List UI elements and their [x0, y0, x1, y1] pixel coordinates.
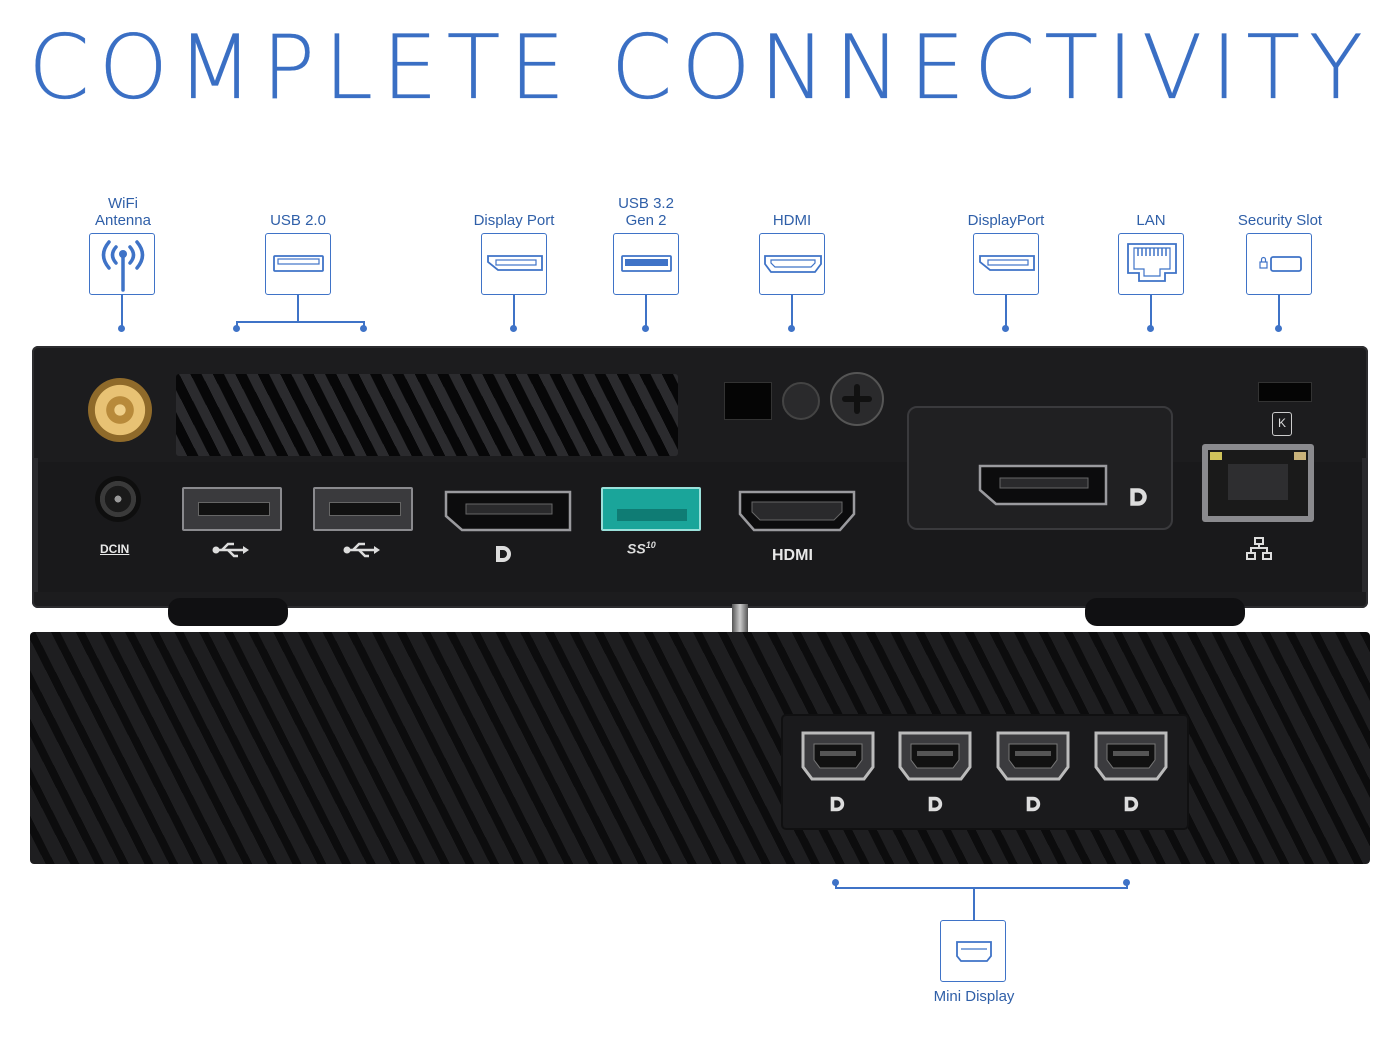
- superspeed-logo-icon: SS10: [627, 540, 677, 562]
- connector-dot-mini-right: [1123, 879, 1130, 886]
- security-slot[interactable]: [1258, 382, 1312, 402]
- network-icon: [1246, 537, 1272, 561]
- connector-mini-display-bar: [835, 887, 1128, 889]
- connector-dot-usb-2-right: [360, 325, 367, 332]
- lan-port[interactable]: [1202, 444, 1314, 522]
- connector-dot-security-slot: [1275, 325, 1282, 332]
- display-port-icon: [481, 233, 547, 295]
- security-slot-icon: [1246, 233, 1312, 295]
- callout-label-hdmi: HDMI: [772, 212, 812, 229]
- callout-label-lan: LAN: [1136, 212, 1166, 229]
- usb-3-2-port[interactable]: [601, 487, 701, 531]
- mini-display-port-3[interactable]: [995, 730, 1071, 782]
- lan-icon: [1118, 233, 1184, 295]
- vent-grille: [176, 374, 678, 456]
- ss-label: SS: [627, 540, 646, 557]
- wifi-antenna-icon: [89, 233, 155, 295]
- hdmi-icon: [759, 233, 825, 295]
- connector-usb-2-right: [363, 321, 365, 328]
- usb-2-icon: [265, 233, 331, 295]
- callout-label-security-slot: Security Slot: [1237, 212, 1323, 229]
- callout-label-usb-2: USB 2.0: [270, 212, 326, 229]
- ss-speed-label: 10: [645, 540, 656, 550]
- connector-dot-hdmi: [788, 325, 795, 332]
- rubber-foot: [1085, 598, 1245, 626]
- connector-wifi: [121, 295, 123, 328]
- displayport-logo-icon: [1024, 795, 1042, 813]
- mini-display-icon: [940, 920, 1006, 982]
- dc-in-jack: [95, 476, 141, 522]
- displayport-logo-icon: [926, 795, 944, 813]
- displayport-port[interactable]: [444, 490, 572, 534]
- connector-dot-display-port: [510, 325, 517, 332]
- mini-display-port-4[interactable]: [1093, 730, 1169, 782]
- displayport-logo-icon: [1127, 486, 1149, 508]
- mini-display-port-2[interactable]: [897, 730, 973, 782]
- displayport-logo-icon: [1122, 795, 1140, 813]
- usb-logo-icon: [341, 540, 381, 560]
- connector-usb-2-left: [236, 321, 238, 328]
- connector-dot-usb-3-2: [642, 325, 649, 332]
- connector-mini-display-stem: [973, 887, 975, 920]
- hdmi-port[interactable]: [738, 490, 856, 534]
- usb-2-port-2[interactable]: [313, 487, 413, 531]
- displayport-logo-icon: [828, 795, 846, 813]
- hdmi-port-label: HDMI: [772, 547, 813, 564]
- rubber-foot: [168, 598, 288, 626]
- connector-usb-2: [297, 295, 299, 322]
- thumbscrew-icon: [830, 372, 884, 426]
- connector-lan: [1150, 295, 1152, 328]
- antenna-connector: [88, 378, 152, 442]
- screw-icon: [782, 382, 820, 420]
- lock-icon: K: [1272, 412, 1292, 436]
- connector-dot-mini-left: [832, 879, 839, 886]
- mini-display-port-1[interactable]: [800, 730, 876, 782]
- clear-cmos-button[interactable]: [724, 382, 772, 420]
- displayport-logo-icon: [493, 544, 513, 564]
- connector-usb-3-2: [645, 295, 647, 328]
- connector-displayport: [1005, 295, 1007, 328]
- connector-usb-2-bar: [236, 321, 365, 323]
- callout-label-display-port: Display Port: [473, 212, 555, 229]
- callout-label-usb-3-2: USB 3.2 Gen 2: [618, 195, 674, 229]
- mounting-post: [732, 604, 748, 632]
- dc-in-label: DCIN: [100, 542, 130, 556]
- usb-2-port-1[interactable]: [182, 487, 282, 531]
- usb-3-2-icon: [613, 233, 679, 295]
- connector-dot-lan: [1147, 325, 1154, 332]
- left-ledge: [32, 458, 38, 592]
- right-ledge: [1362, 458, 1368, 592]
- displayport-module-icon: [973, 233, 1039, 295]
- callout-label-displayport: DisplayPort: [967, 212, 1045, 229]
- connector-security-slot: [1278, 295, 1280, 328]
- callout-label-mini-display: Mini Display: [933, 988, 1015, 1005]
- page-title: COMPLETE CONNECTIVITY: [28, 16, 1372, 119]
- connector-dot-wifi: [118, 325, 125, 332]
- callout-label-wifi-antenna: WiFi Antenna: [95, 195, 151, 229]
- displayport-module-port[interactable]: [978, 464, 1108, 508]
- usb-logo-icon: [210, 540, 250, 560]
- connector-dot-displayport: [1002, 325, 1009, 332]
- connector-dot-usb-2-left: [233, 325, 240, 332]
- connector-hdmi: [791, 295, 793, 328]
- connector-display-port: [513, 295, 515, 328]
